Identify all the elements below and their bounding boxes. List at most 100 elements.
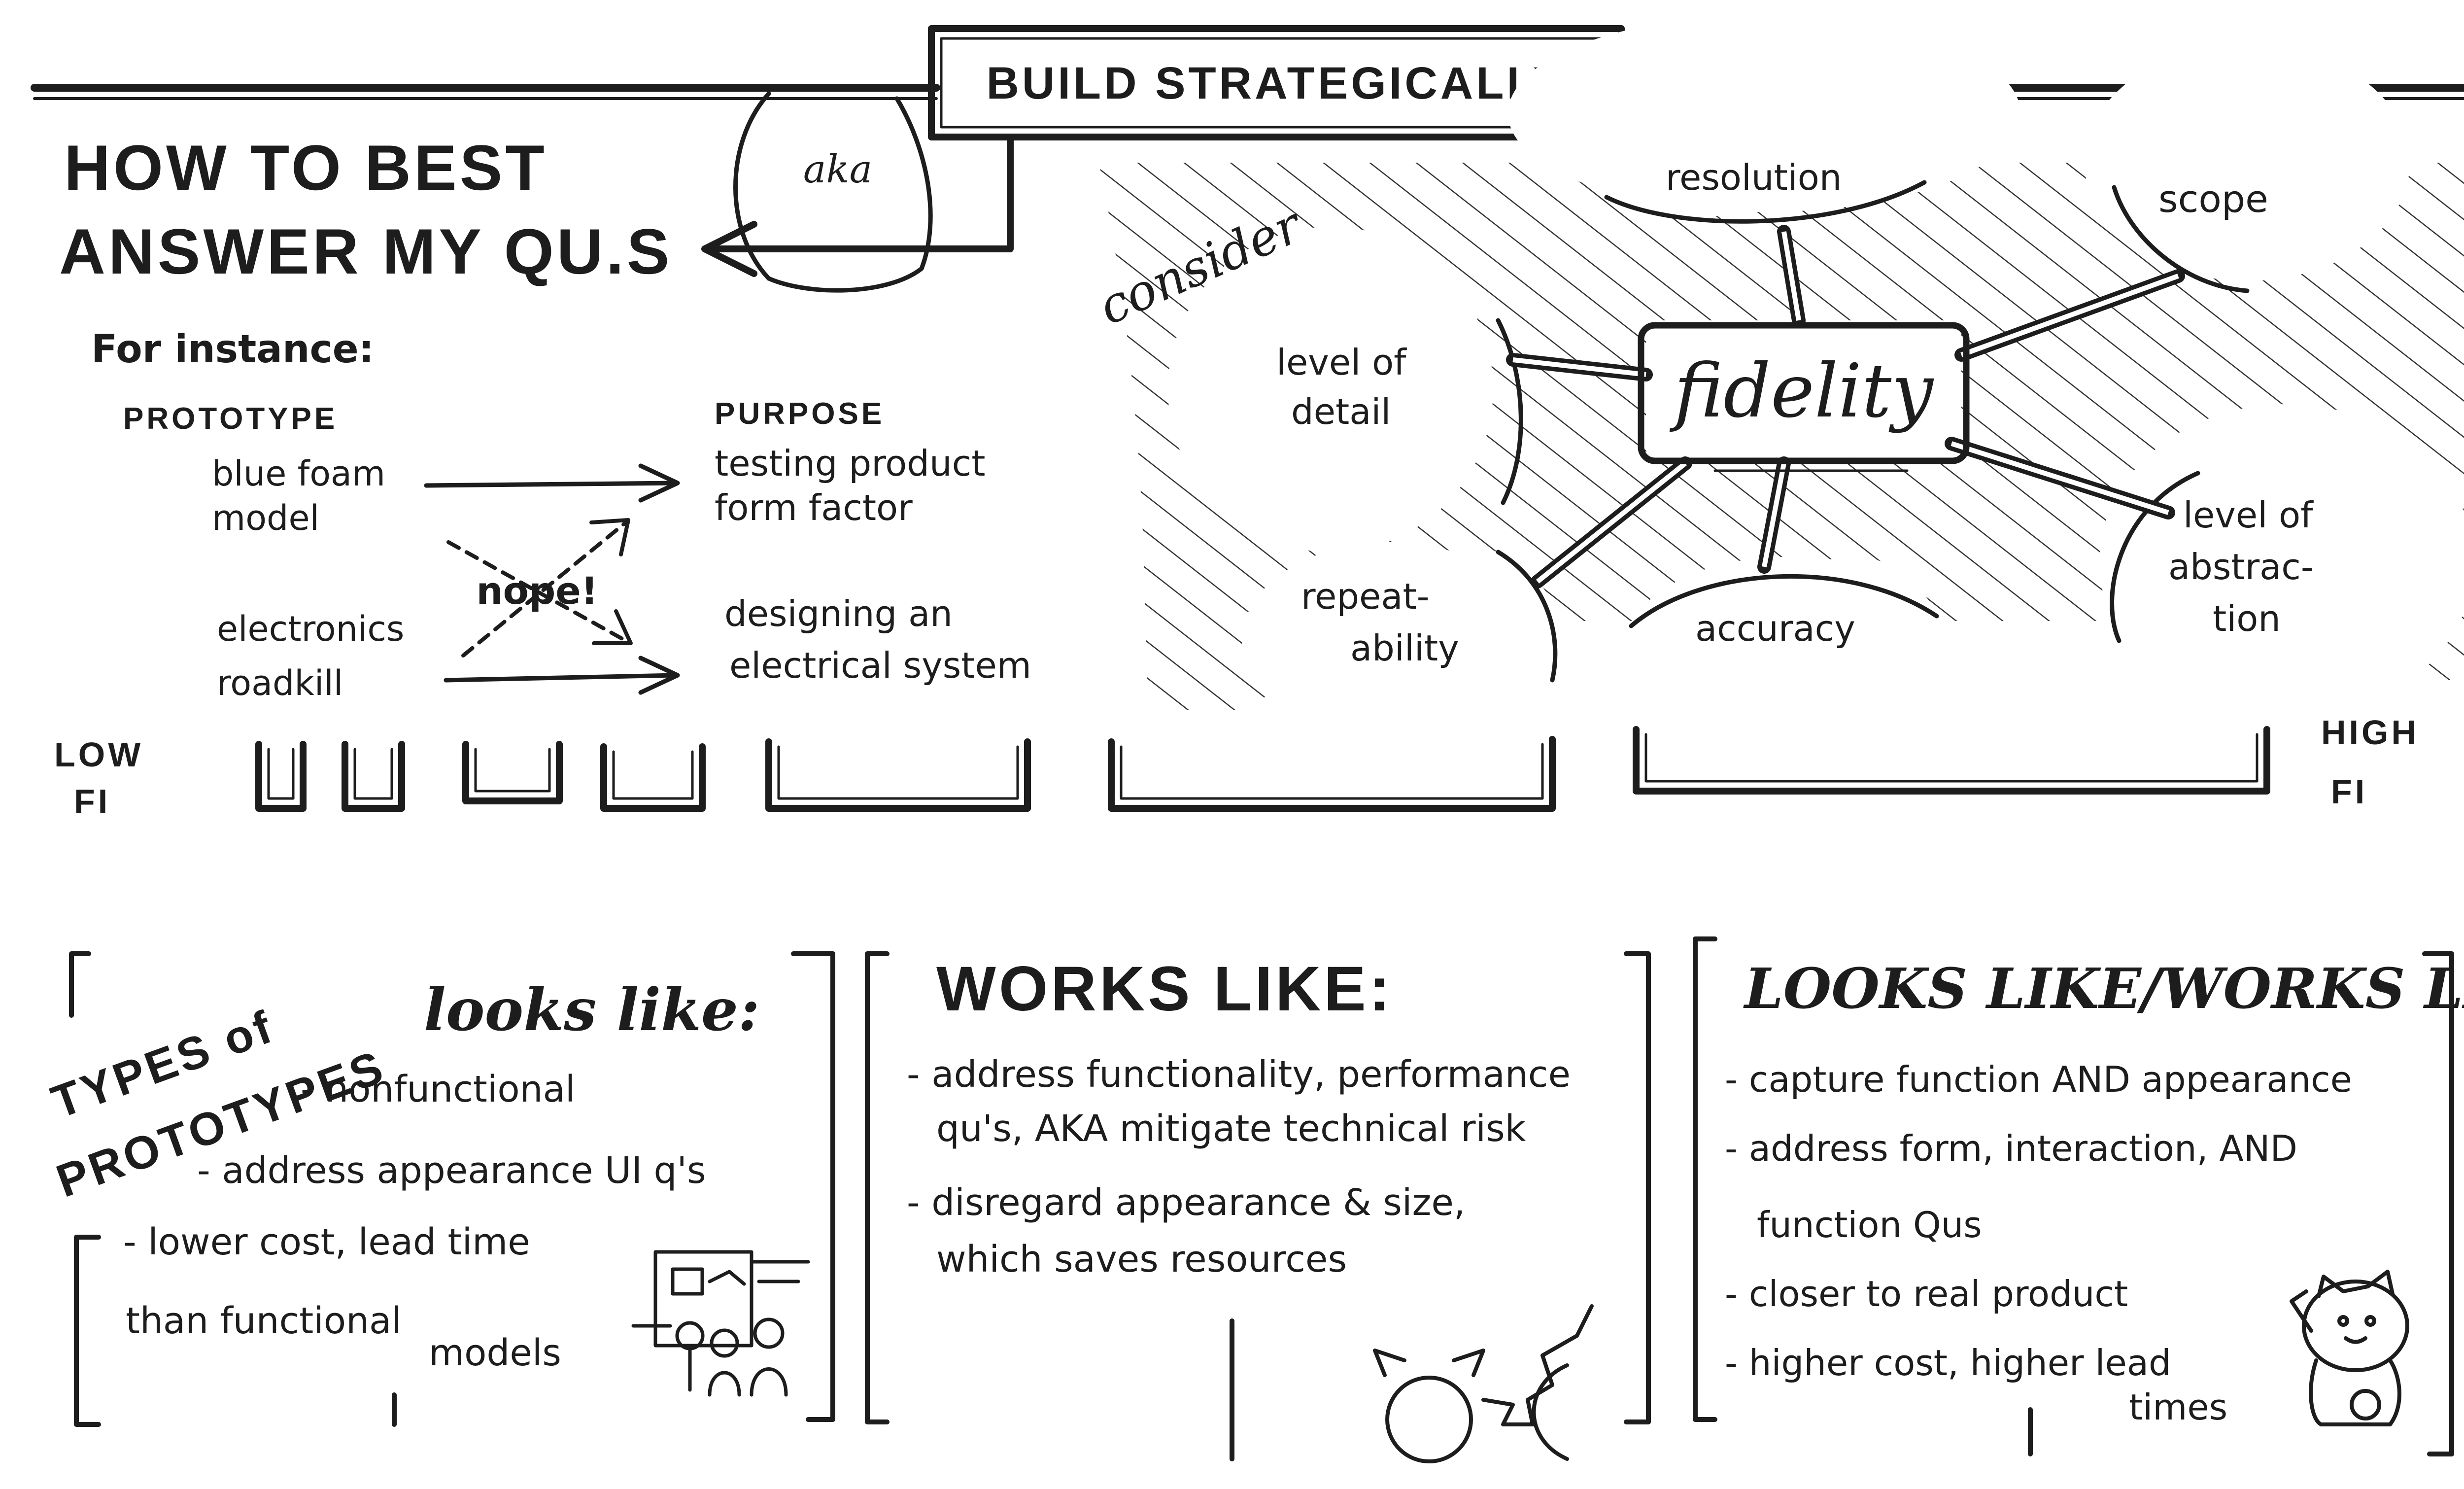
question-line-1: HOW TO BEST: [64, 132, 548, 204]
cross-arrowhead-up: [589, 518, 630, 556]
purpose-1-line-2: form factor: [715, 487, 913, 528]
cross-arrow-up: [461, 520, 628, 658]
example-block: For instance: PROTOTYPE PURPOSE blue foa…: [91, 327, 1031, 703]
label-detail-line-1: level of: [1276, 342, 1407, 383]
scale-low-line-2: FI: [74, 782, 110, 821]
works-like-point-2-line-1: - disregard appearance & size,: [907, 1181, 1465, 1224]
scale-box-4: [600, 743, 706, 812]
label-repeatability-line-2: ability: [1350, 627, 1459, 669]
banner-arrow: [711, 135, 1014, 252]
prototype-1-line-2: model: [212, 498, 319, 538]
works-like-point-1-line-2: qu's, AKA mitigate technical risk: [936, 1108, 1526, 1150]
label-abstraction-line-3: tion: [2213, 598, 2281, 639]
arc-scope: [2112, 185, 2250, 293]
cross-arrow-down: [446, 540, 628, 643]
bracket-looks-like-bottom-left: [74, 1235, 101, 1427]
aka-label: aka: [803, 147, 872, 192]
fidelity-map: fidelity consider resolution scope level…: [1090, 15, 2464, 754]
arrow-row-1: [424, 481, 678, 488]
fidelity-scale: LOW FI HIGH FI: [54, 713, 2419, 821]
lucky-cat-doodle: [2290, 1270, 2409, 1426]
purpose-2-line-1: designing an: [724, 593, 953, 634]
purpose-1-line-1: testing product: [715, 443, 985, 484]
label-accuracy: accuracy: [1695, 608, 1855, 649]
banner-arrowhead: [701, 221, 757, 277]
scale-box-2: [342, 741, 405, 812]
pocket-center: [1646, 320, 1961, 463]
purpose-2-line-2: electrical system: [729, 645, 1031, 686]
looks-like-point-3-line-1: - lower cost, lead time: [123, 1221, 530, 1263]
looks-works-like-point-4-line-2: times: [2129, 1386, 2227, 1428]
scale-box-3: [462, 741, 563, 804]
gears-doodle: [1373, 1304, 1594, 1463]
banner-title: BUILD STRATEGICALLY: [986, 58, 1566, 108]
nope-label: nope!: [477, 569, 598, 613]
label-abstraction-line-2: abstrac-: [2168, 546, 2314, 588]
looks-like-point-3-line-2: than functional: [126, 1300, 402, 1342]
team-whiteboard-doodle: [631, 1250, 810, 1397]
works-like-point-1-line-1: - address functionality, performance: [907, 1053, 1571, 1096]
looks-works-like-point-4-line-1: - higher cost, higher lead: [1725, 1342, 2171, 1384]
types-section: TYPES of PROTOTYPES looks like: - nonfun…: [45, 936, 2464, 1463]
pocket-detail: [1168, 227, 1493, 552]
scale-high-line-1: HIGH: [2321, 713, 2419, 752]
question-block: HOW TO BEST ANSWER MY QU.S: [59, 132, 672, 287]
label-resolution: resolution: [1666, 157, 1842, 198]
looks-like-title: looks like:: [424, 975, 760, 1044]
looks-works-like-point-2-line-1: - address form, interaction, AND: [1725, 1128, 2297, 1169]
looks-works-like-point-2-line-2: function Qus: [1757, 1204, 1982, 1246]
question-line-2: ANSWER MY QU.S: [59, 215, 672, 287]
looks-works-like-title: LOOKS LIKE/WORKS LIKE: [1743, 957, 2464, 1021]
prototype-2-line-1: electronics: [217, 609, 404, 649]
looks-like-point-1: - nonfunctional: [301, 1068, 576, 1110]
looks-works-like-point-1: - capture function AND appearance: [1725, 1059, 2352, 1100]
fidelity-spokes: [1506, 225, 2185, 589]
scale-box-inner-lines: [267, 733, 2259, 800]
scale-boxes: [255, 726, 2270, 812]
looks-like-point-2: - address appearance UI q's: [197, 1149, 706, 1192]
bracket-looks-like-top-left: [69, 951, 91, 1018]
scale-box-5: [765, 738, 1031, 812]
fidelity-center-box: [1638, 322, 1970, 464]
scale-low-line-1: LOW: [54, 735, 143, 774]
section-brackets: [69, 936, 2454, 1461]
bracket-looks-like-right: [791, 951, 835, 1422]
works-like-point-2-line-2: which saves resources: [936, 1238, 1347, 1281]
arrow-row-2: [444, 673, 678, 683]
looks-like-point-3-line-3: models: [429, 1332, 561, 1374]
aka-bubble: [733, 91, 933, 293]
looks-works-like-point-3: - closer to real product: [1725, 1273, 2128, 1315]
scale-box-7: [1633, 726, 2270, 795]
arc-resolution: [1604, 180, 1927, 224]
prototype-1-line-1: blue foam: [212, 453, 385, 494]
scale-box-1: [255, 741, 307, 812]
bracket-works-like-left: [865, 951, 890, 1424]
pocket-scope: [2085, 44, 2410, 281]
bracket-works-like-right: [1624, 951, 1651, 1424]
purpose-header: PURPOSE: [715, 397, 885, 431]
label-detail-line-2: detail: [1291, 391, 1391, 432]
arc-abstraction: [2110, 471, 2200, 643]
bracket-looks-works-like-right: [2422, 951, 2454, 1456]
arc-accuracy: [1629, 574, 1939, 628]
cross-arrowhead-down: [592, 609, 633, 645]
pocket-resolution: [1508, 15, 2020, 212]
prototype-2-line-2: roadkill: [217, 663, 343, 703]
fidelity-center-label: fidelity: [1669, 348, 1934, 434]
arc-repeatability: [1496, 550, 1558, 683]
scale-box-6: [1108, 736, 1556, 812]
prototype-header: PROTOTYPE: [123, 402, 338, 436]
scale-high-line-2: FI: [2331, 772, 2367, 811]
bracket-looks-works-like-left: [1693, 936, 1717, 1422]
arrowhead-row-1: [638, 463, 680, 503]
example-intro: For instance:: [91, 327, 374, 372]
label-repeatability-line-1: repeat-: [1301, 576, 1430, 617]
label-scope: scope: [2158, 177, 2268, 221]
works-like-title: WORKS LIKE:: [936, 954, 1393, 1024]
pocket-abstraction: [2099, 404, 2464, 720]
label-abstraction-line-1: level of: [2183, 494, 2314, 536]
pocket-accuracy: [1621, 557, 1947, 754]
arc-detail: [1496, 318, 1523, 505]
pocket-repeatability: [1242, 542, 1538, 739]
